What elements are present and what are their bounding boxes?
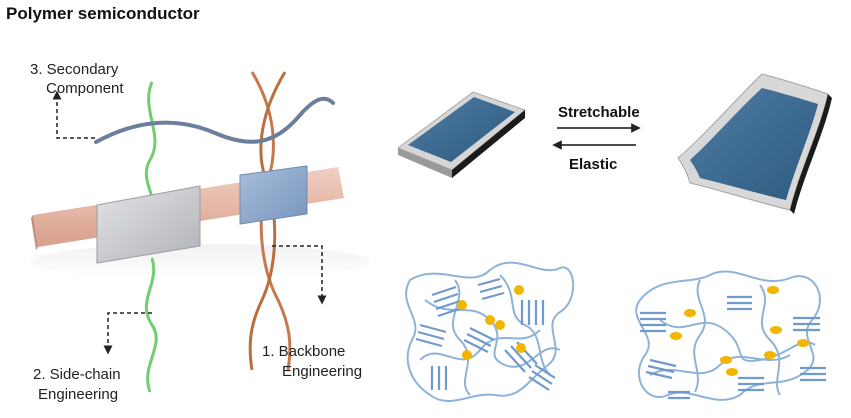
film-flat	[408, 97, 515, 162]
network-outline-2	[635, 270, 821, 401]
lamellae-group-2	[640, 295, 826, 400]
film-unstretched	[396, 91, 527, 178]
backbone-leader-line	[272, 245, 327, 305]
figure-title: Polymer semiconductor	[6, 4, 200, 23]
network-chain-1a	[424, 299, 561, 368]
backbone-chain-b	[248, 71, 287, 371]
lamellae-group-1	[415, 277, 556, 391]
network-chain-2a	[659, 319, 816, 362]
secondary-component-chain	[94, 96, 335, 144]
label-sidechain-line1: 2. Side-chain	[33, 366, 121, 383]
network-outline-1	[405, 261, 575, 402]
film-curved	[690, 88, 818, 200]
crosslinks-2	[670, 286, 809, 376]
substrate-curved-edge	[790, 94, 832, 214]
network-chain-1b	[419, 329, 541, 361]
sidechain-chain-bottom	[144, 257, 158, 393]
label-stretchable: Stretchable	[558, 104, 640, 121]
secondary-leader-line	[52, 90, 96, 139]
network-chain-2d	[759, 284, 781, 396]
label-sidechain-line2: Engineering	[38, 386, 119, 403]
network-amorphous	[635, 270, 826, 401]
network-chain-2b	[649, 354, 791, 376]
floor-shadow	[30, 244, 370, 280]
backbone-strip-edge	[31, 215, 38, 250]
label-secondary-line1: 3. Secondary	[30, 61, 119, 78]
network-crystalline	[405, 261, 575, 402]
sidechain-block	[96, 185, 201, 264]
label-secondary-line2: Component	[46, 80, 124, 97]
sidechain-leader-line	[103, 312, 152, 355]
substrate-flat-edge-right	[452, 110, 525, 178]
backbone-block	[239, 165, 308, 225]
label-elastic: Elastic	[569, 156, 618, 173]
film-stretched	[677, 73, 832, 214]
crosslinks-1	[457, 285, 526, 360]
label-backbone-line1: 1. Backbone	[262, 343, 346, 360]
backbone-chain-a	[250, 71, 292, 371]
label-backbone-line2: Engineering	[282, 363, 363, 380]
network-chain-2c	[693, 279, 706, 393]
substrate-flat-edge-front	[398, 148, 452, 178]
network-chain-1c	[451, 279, 471, 396]
reversible-arrows	[552, 123, 641, 150]
molecular-design-schematic	[30, 71, 370, 393]
network-chain-1d	[499, 274, 551, 376]
